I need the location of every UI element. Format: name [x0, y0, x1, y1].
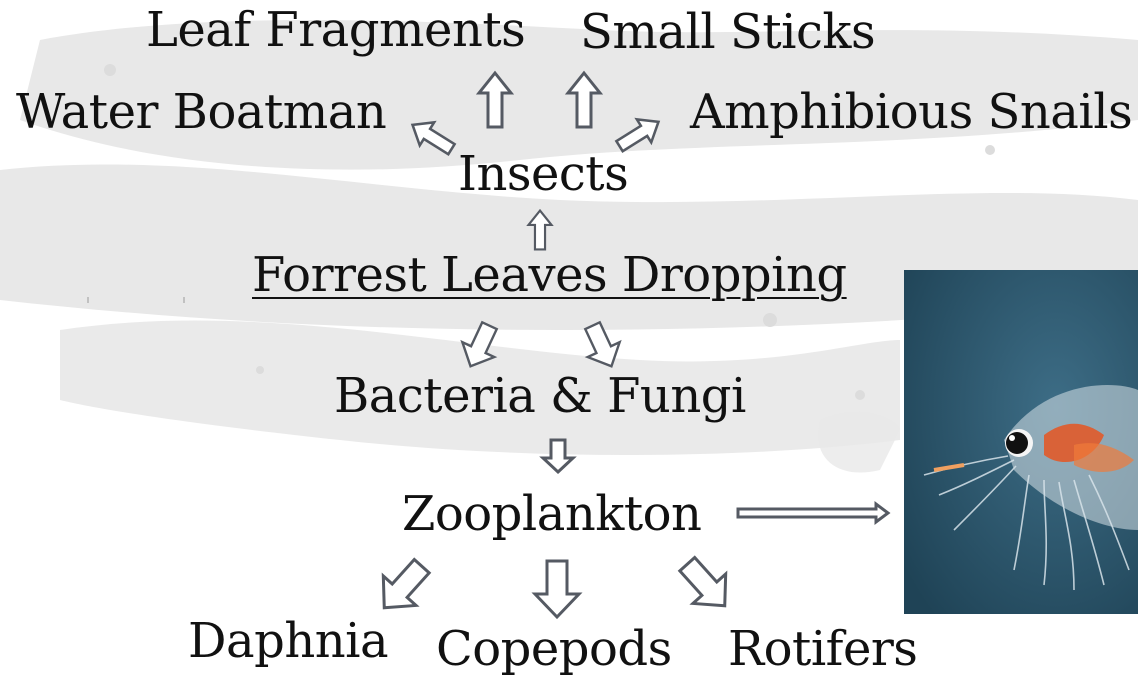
arrow-zooplankton-to-rotifers — [671, 549, 741, 620]
arrow-zooplankton-to-photo — [738, 504, 888, 522]
label-amphibious-snails: Amphibious Snails — [690, 88, 1132, 136]
label-copepods: Copepods — [436, 625, 672, 673]
arrow-zooplankton-to-daphnia — [368, 551, 438, 622]
label-zooplankton: Zooplankton — [402, 490, 701, 538]
label-daphnia: Daphnia — [188, 617, 388, 665]
diagram-center-title: Forrest Leaves Dropping — [252, 251, 847, 299]
label-leaf-fragments: Leaf Fragments — [146, 6, 525, 54]
arrow-zooplankton-to-copepods — [535, 561, 579, 617]
zooplankton-photo — [904, 270, 1138, 614]
arrow-center-to-bacteria-left — [455, 318, 506, 373]
arrow-center-to-insects — [528, 211, 551, 250]
label-small-sticks: Small Sticks — [580, 8, 875, 56]
label-insects: Insects — [458, 150, 628, 198]
arrow-insects-to-water-boatman — [405, 113, 458, 160]
label-rotifers: Rotifers — [728, 625, 917, 673]
arrow-bacteria-to-zooplankton — [543, 440, 573, 472]
label-bacteria-fungi: Bacteria & Fungi — [334, 372, 746, 420]
arrow-center-to-bacteria-right — [577, 318, 628, 373]
arrow-insects-to-leaf-fragments — [479, 73, 511, 127]
arrow-insects-to-small-sticks — [568, 73, 600, 127]
label-water-boatman: Water Boatman — [16, 88, 386, 136]
